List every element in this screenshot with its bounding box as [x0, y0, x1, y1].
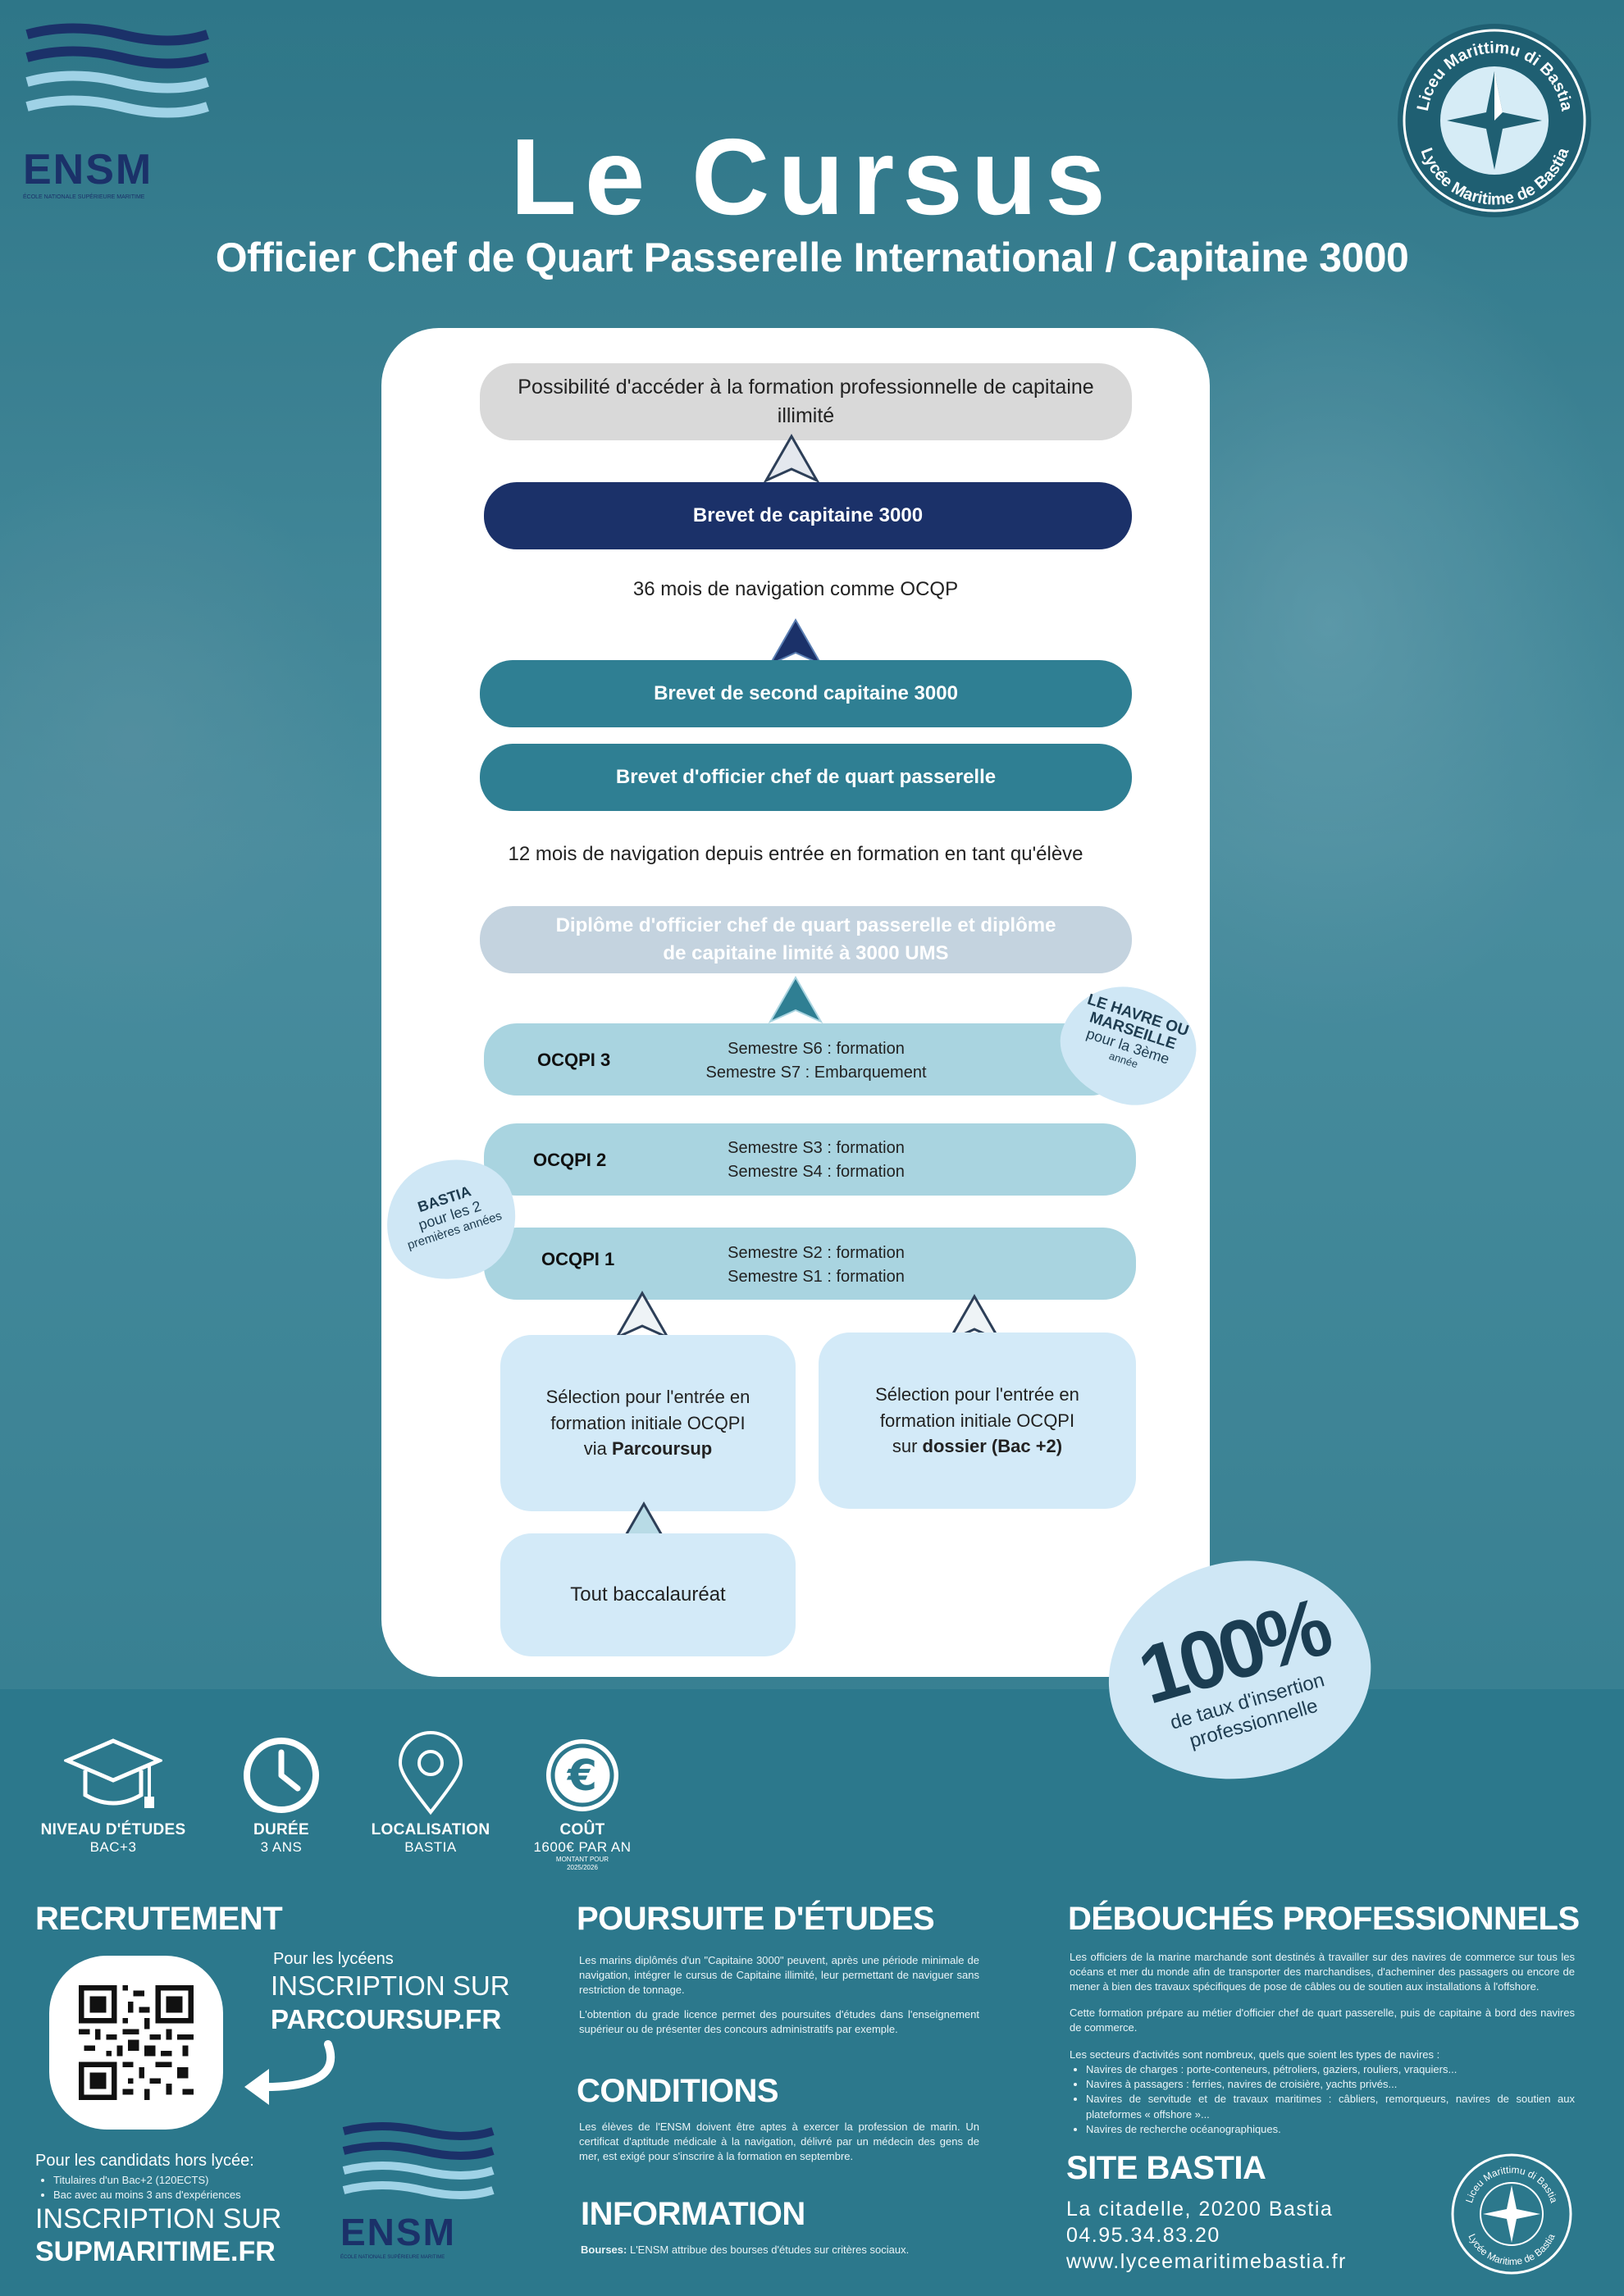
step-ocqpi-3 [484, 1023, 1124, 1096]
debouches-bullets: Navires de charges : porte-conteneurs, p… [1070, 2062, 1575, 2137]
arrow-up-icon [946, 1293, 1003, 1344]
step-brevet-second: Brevet de second capitaine 3000 [480, 660, 1132, 727]
site-url[interactable]: www.lyceemaritimebastia.fr [1066, 2250, 1347, 2273]
step-capitaine-illimite: Possibilité d'accéder à la formation pro… [480, 363, 1132, 440]
debouches-bullet: Navires de servitude et de travaux marit… [1086, 2092, 1575, 2121]
arrow-up-icon [768, 975, 823, 1024]
arrow-up-icon [614, 1290, 671, 1341]
debouches-bullet: Navires de recherche océanographiques. [1086, 2122, 1575, 2137]
step-baccalaureat: Tout baccalauréat [500, 1533, 796, 1656]
site-address: La citadelle, 20200 Bastia [1066, 2198, 1334, 2221]
page-title: Le Cursus [510, 116, 1114, 237]
ensm-waves-icon [342, 2122, 495, 2199]
stat-localisation: LOCALISATION BASTIA [353, 1730, 509, 1856]
step-diplome: Diplôme d'officier chef de quart passere… [480, 906, 1132, 973]
supmaritime-link[interactable]: SUPMARITIME.FR [35, 2236, 276, 2267]
page-subtitle: Officier Chef de Quart Passerelle Intern… [215, 235, 1409, 280]
lyceens-intro: Pour les lycéens [273, 1950, 394, 1968]
selection-dossier: Sélection pour l'entrée en formation ini… [819, 1332, 1136, 1509]
arrow-up-icon [763, 433, 820, 484]
debouches-bullet: Navires de charges : porte-conteneurs, p… [1086, 2062, 1575, 2077]
qr-code-icon[interactable] [79, 1985, 194, 2100]
parcoursup-link[interactable]: PARCOURSUP.FR [271, 2004, 502, 2034]
euro-icon: € [546, 1739, 618, 1811]
ensm-logo-bottom: ENSM ÉCOLE NATIONALE SUPÉRIEURE MARITIME [340, 2120, 496, 2267]
arrow-up-icon [768, 617, 823, 667]
lycee-seal-icon: Liceu Marittimu di Bastia Lycée Maritime… [1451, 2153, 1572, 2275]
poursuite-para-1: Les marins diplômés d'un "Capitaine 3000… [579, 1954, 979, 1997]
stat-niveau: NIVEAU D'ÉTUDES BAC+3 [35, 1734, 191, 1856]
ensm-waves-icon [25, 23, 209, 118]
step-brevet-officier: Brevet d'officier chef de quart passerel… [480, 744, 1132, 811]
poursuite-title: POURSUITE D'ÉTUDES [577, 1901, 935, 1937]
graduation-cap-icon [64, 1738, 162, 1808]
svg-text:€: € [567, 1752, 597, 1801]
poursuite-para-2: L'obtention du grade licence permet des … [579, 2008, 979, 2036]
information-title: INFORMATION [581, 2196, 805, 2232]
recrutement-title: RECRUTEMENT [35, 1901, 283, 1937]
ocqpi-3-text: Semestre S6 : formation Semestre S7 : Em… [705, 1040, 927, 1082]
hors-bullets: Titulaires d'un Bac+2 (120ECTS) Bac avec… [37, 2173, 332, 2203]
step-ocqpi-2 [484, 1123, 1136, 1196]
information-para: Bourses: L'ENSM attribue des bourses d'é… [581, 2244, 910, 2256]
qr-code-container [49, 1956, 223, 2130]
conditions-title: CONDITIONS [577, 2073, 779, 2109]
site-phone[interactable]: 04.95.34.83.20 [1066, 2224, 1220, 2247]
hors-line-1: INSCRIPTION SUR [35, 2203, 282, 2234]
lycee-logo: Liceu Marittimu di Bastia Lycée Maritime… [1394, 20, 1595, 221]
ocqpi-2-label: OCQPI 2 [533, 1150, 607, 1170]
lycee-logo-bottom: Liceu Marittimu di Bastia Lycée Maritime… [1450, 2152, 1573, 2276]
site-title: SITE BASTIA [1066, 2150, 1266, 2186]
location-pin-icon [398, 1731, 463, 1815]
stat-cout: € COÛT 1600€ PAR AN MONTANT POUR 2025/20… [504, 1734, 660, 1871]
ocqpi-1-label: OCQPI 1 [541, 1249, 615, 1269]
cursus-card: Possibilité d'accéder à la formation pro… [381, 328, 1210, 1677]
step-brevet-capitaine: Brevet de capitaine 3000 [484, 482, 1132, 549]
ensm-logo: ENSM ÉCOLE NATIONALE SUPÉRIEURE MARITIME [23, 18, 212, 200]
curved-arrow-icon [244, 2040, 335, 2105]
hors-intro: Pour les candidats hors lycée: [35, 2152, 254, 2170]
stat-duree: DURÉE 3 ANS [203, 1734, 359, 1856]
ocqpi-3-label: OCQPI 3 [537, 1050, 611, 1070]
bottom-band [0, 1689, 1624, 2296]
clock-icon [244, 1738, 319, 1813]
debouches-para-2: Cette formation prépare au métier d'offi… [1070, 2007, 1575, 2034]
step-ocqpi-1 [484, 1228, 1136, 1300]
debouches-para-1: Les officiers de la marine marchande son… [1070, 1951, 1575, 1993]
selection-parcoursup: Sélection pour l'entrée en formation ini… [500, 1335, 796, 1511]
debouches-bullet: Navires à passagers : ferries, navires d… [1086, 2077, 1575, 2092]
ensm-logo-tagline: ÉCOLE NATIONALE SUPÉRIEURE MARITIME [23, 194, 145, 200]
lyceens-line-1: INSCRIPTION SUR [271, 1970, 510, 2001]
lycee-seal-icon: Liceu Marittimu di Bastia Lycée Maritime… [1398, 24, 1591, 217]
conditions-para: Les élèves de l'ENSM doivent être aptes … [579, 2121, 979, 2163]
step-nav-12: 12 mois de navigation depuis entrée en f… [508, 843, 1083, 865]
debouches-para-3: Les secteurs d'activités sont nombreux, … [1070, 2048, 1440, 2061]
debouches-title: DÉBOUCHÉS PROFESSIONNELS [1068, 1901, 1580, 1937]
diplome-line-1: Diplôme d'officier chef de quart passere… [555, 914, 1056, 937]
ensm-logo-text: ENSM [23, 146, 153, 194]
step-nav-36: 36 mois de navigation comme OCQP [632, 578, 959, 600]
ocqpi-1-text: Semestre S2 : formation Semestre S1 : fo… [728, 1244, 905, 1286]
ocqpi-2-text: Semestre S3 : formation Semestre S4 : fo… [728, 1139, 905, 1181]
diplome-line-2: de capitaine limité à 3000 UMS [663, 942, 949, 964]
